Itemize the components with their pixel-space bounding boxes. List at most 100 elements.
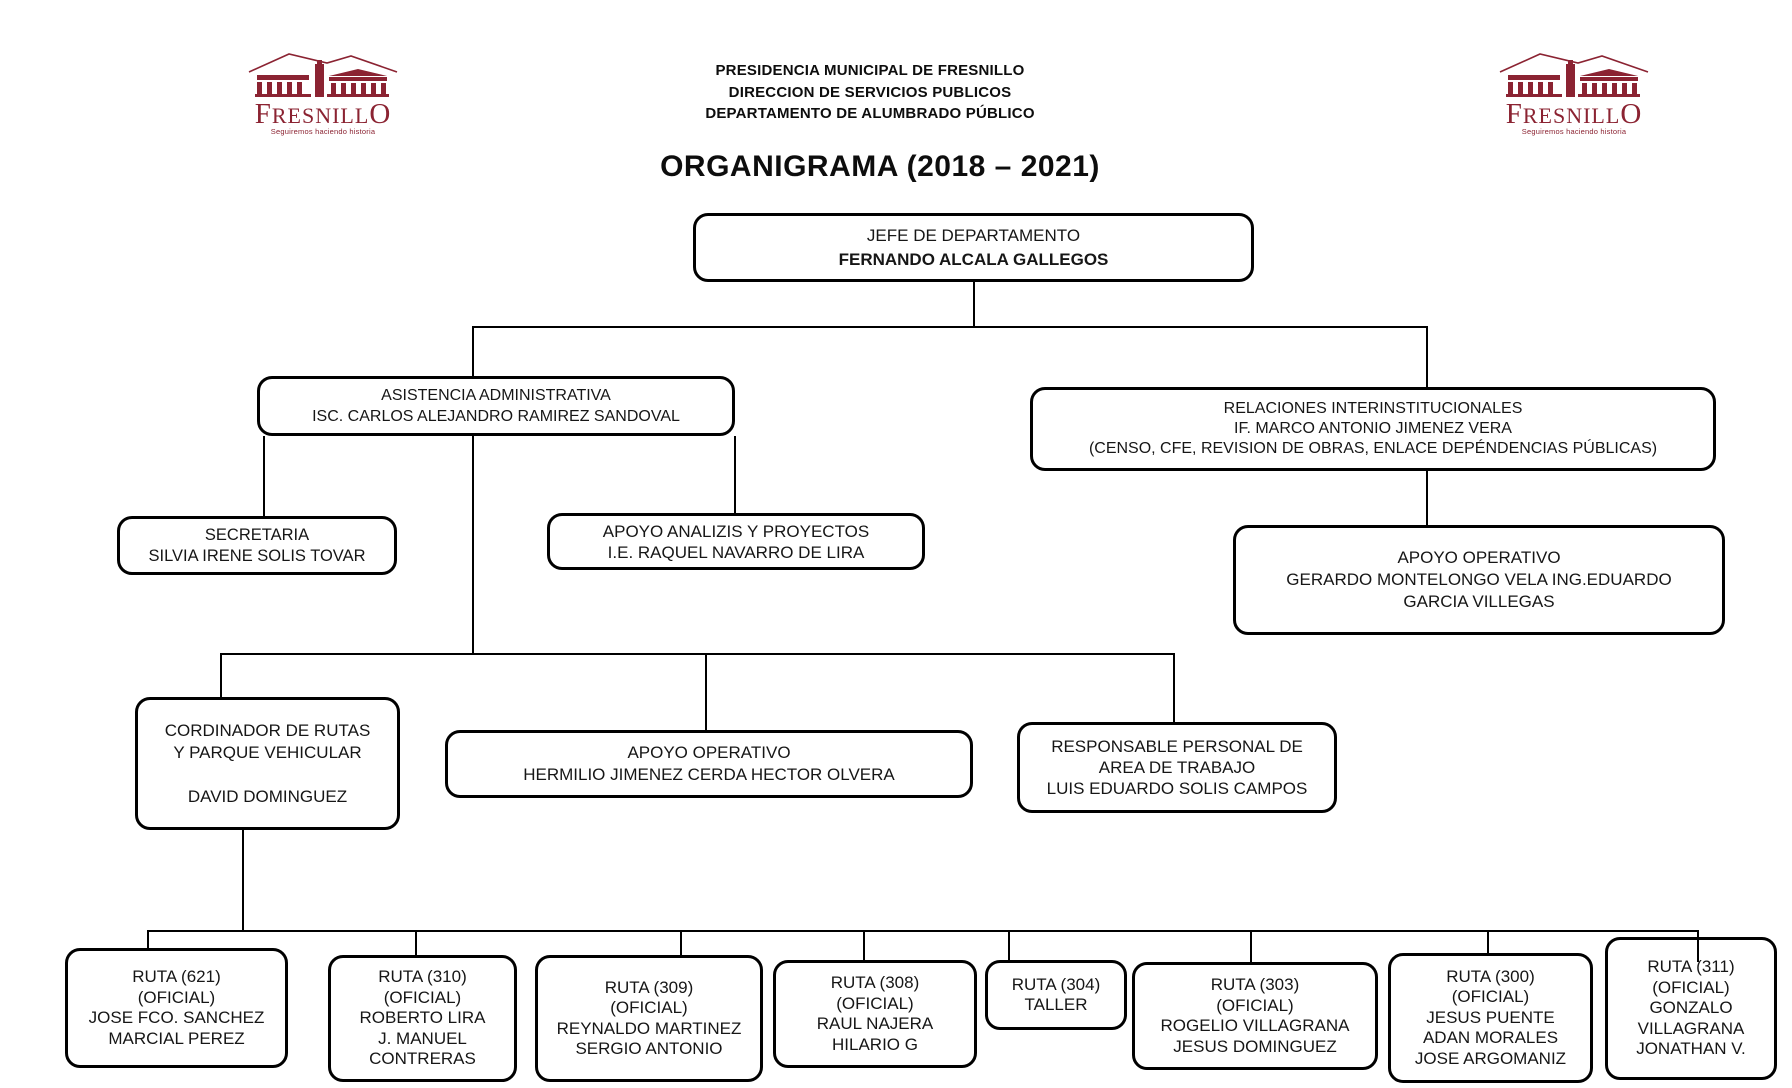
connector-line — [263, 436, 265, 516]
org-node-secretaria: SECRETARIA SILVIA IRENE SOLIS TOVAR — [117, 516, 397, 575]
org-node-line: LUIS EDUARDO SOLIS CAMPOS — [1046, 779, 1308, 798]
org-node-line: HERMILIO JIMENEZ CERDA HECTOR OLVERA — [523, 765, 895, 784]
org-node-line: HILARIO G — [832, 1034, 918, 1054]
org-node-line: APOYO OPERATIVO — [1397, 548, 1561, 567]
connector-line — [1250, 930, 1252, 962]
org-node-line — [144, 764, 391, 786]
page-title: ORGANIGRAMA (2018 – 2021) — [660, 150, 1100, 183]
org-node-line: SILVIA IRENE SOLIS TOVAR — [148, 546, 366, 565]
connector-line — [1008, 930, 1010, 960]
org-node-line: RUTA (300) — [1446, 966, 1535, 986]
org-node-line: Y PARQUE VEHICULAR — [173, 742, 362, 762]
header-line-1: PRESIDENCIA MUNICIPAL DE FRESNILLO — [715, 62, 1025, 79]
connector-line — [472, 326, 474, 376]
fresnillo-wordmark: FRESNILLO — [254, 98, 392, 130]
org-node-line: ROBERTO LIRA — [359, 1008, 486, 1028]
connector-line — [863, 930, 865, 960]
org-node-line: IF. MARCO ANTONIO JIMENEZ VERA — [1234, 420, 1512, 437]
connector-line — [734, 436, 736, 513]
org-node-line: APOYO ANALIZIS Y PROYECTOS — [602, 521, 870, 541]
org-node-line: CONTRERAS — [369, 1049, 476, 1069]
org-node-line: RELACIONES INTERINSTITUCIONALES — [1223, 400, 1523, 417]
connector-line — [1697, 930, 1699, 962]
org-node-line: RUTA (310) — [378, 967, 467, 987]
org-node-ruta-304: RUTA (304)TALLER — [985, 960, 1127, 1030]
org-node-line: RUTA (621) — [132, 967, 221, 986]
org-node-line: J. MANUEL — [378, 1028, 467, 1048]
fresnillo-tagline: Seguiremos haciendo historia — [1521, 127, 1627, 136]
org-node-line: (OFICIAL) — [137, 987, 216, 1007]
connector-line — [705, 653, 707, 730]
org-node-apoyo-operativo-rutas: APOYO OPERATIVO HERMILIO JIMENEZ CERDA HE… — [445, 730, 973, 798]
connector-line — [973, 282, 975, 326]
org-node-line: (OFICIAL) — [1652, 977, 1730, 997]
org-node-line: RUTA (311) — [1647, 957, 1735, 977]
org-node-line: (OFICIAL) — [610, 998, 688, 1017]
org-node-line: (OFICIAL) — [1451, 987, 1530, 1007]
org-node-line: (OFICIAL) — [836, 993, 914, 1013]
connector-line — [1173, 653, 1175, 722]
org-node-line: RUTA (304) — [1011, 974, 1101, 994]
org-node-line: ASISTENCIA ADMINISTRATIVA — [381, 387, 611, 404]
org-node-line: JESUS DOMINGUEZ — [1173, 1036, 1337, 1056]
connector-line — [147, 930, 149, 948]
fresnillo-monument-icon — [1499, 53, 1649, 97]
org-node-line: RUTA (308) — [830, 973, 920, 992]
fresnillo-monument-icon — [248, 53, 398, 97]
org-node-line: GARCIA VILLEGAS — [1403, 592, 1555, 611]
org-node-line: RUTA (303) — [1210, 975, 1300, 994]
org-node-line: JOSE ARGOMANIZ — [1414, 1048, 1567, 1068]
org-node-line: I.E. RAQUEL NAVARRO DE LIRA — [607, 542, 865, 562]
org-node-line: SERGIO ANTONIO — [575, 1039, 723, 1058]
org-node-line: RUTA (309) — [604, 977, 694, 997]
org-node-line: DAVID DOMINGUEZ — [187, 786, 348, 806]
org-node-line: RAUL NAJERA — [816, 1014, 934, 1033]
connector-line — [472, 436, 474, 653]
header-line-3: DEPARTAMENTO DE ALUMBRADO PÚBLICO — [705, 105, 1035, 122]
org-node-line: RESPONSABLE PERSONAL DE — [1051, 737, 1303, 756]
connector-line — [1426, 471, 1428, 525]
org-node-line: GERARDO MONTELONGO VELA ING.EDUARDO — [1286, 570, 1672, 589]
org-node-line: CORDINADOR DE RUTAS — [164, 720, 371, 740]
org-node-asistencia: ASISTENCIA ADMINISTRATIVA ISC. CARLOS ALE… — [257, 376, 735, 436]
connector-line — [1487, 930, 1489, 953]
fresnillo-wordmark: FRESNILLO — [1505, 98, 1643, 130]
org-node-apoyo-operativo-relaciones: APOYO OPERATIVO GERARDO MONTELONGO VELA I… — [1233, 525, 1725, 635]
org-node-line: MARCIAL PEREZ — [108, 1028, 245, 1048]
org-node-line: SECRETARIA — [204, 525, 310, 544]
connector-line — [415, 930, 417, 955]
org-node-line: GONZALO — [1649, 998, 1733, 1018]
connector-line — [220, 653, 1173, 655]
connector-line — [472, 326, 1427, 328]
org-node-line: ISC. CARLOS ALEJANDRO RAMIREZ SANDOVAL — [312, 408, 680, 425]
fresnillo-tagline: Seguiremos haciendo historia — [270, 127, 376, 136]
header-line-2: DIRECCION DE SERVICIOS PUBLICOS — [728, 83, 1012, 101]
org-node-line: ROGELIO VILLAGRANA — [1160, 1016, 1350, 1035]
document-header: PRESIDENCIA MUNICIPAL DE FRESNILLO DIREC… — [470, 60, 1270, 125]
org-node-line: (OFICIAL) — [1216, 995, 1294, 1015]
fresnillo-logo-left: FRESNILLO Seguiremos haciendo historia — [243, 50, 403, 137]
connector-line — [220, 653, 222, 697]
connector-line — [680, 930, 682, 955]
org-node-line: REYNALDO MARTINEZ — [556, 1018, 742, 1038]
connector-line — [147, 930, 1697, 932]
org-node-line: FERNANDO ALCALA GALLEGOS — [838, 249, 1109, 269]
org-node-line: JONATHAN V. — [1636, 1039, 1746, 1059]
org-node-line: (CENSO, CFE, REVISION DE OBRAS, ENLACE D… — [1088, 440, 1658, 457]
fresnillo-logo-right: FRESNILLO Seguiremos haciendo historia — [1494, 50, 1654, 137]
org-node-relaciones: RELACIONES INTERINSTITUCIONALES IF. MARCO… — [1030, 387, 1716, 471]
org-node-line: APOYO OPERATIVO — [627, 743, 791, 762]
org-node-line: JESUS PUENTE — [1426, 1007, 1555, 1027]
org-node-line: ADAN MORALES — [1422, 1028, 1559, 1048]
